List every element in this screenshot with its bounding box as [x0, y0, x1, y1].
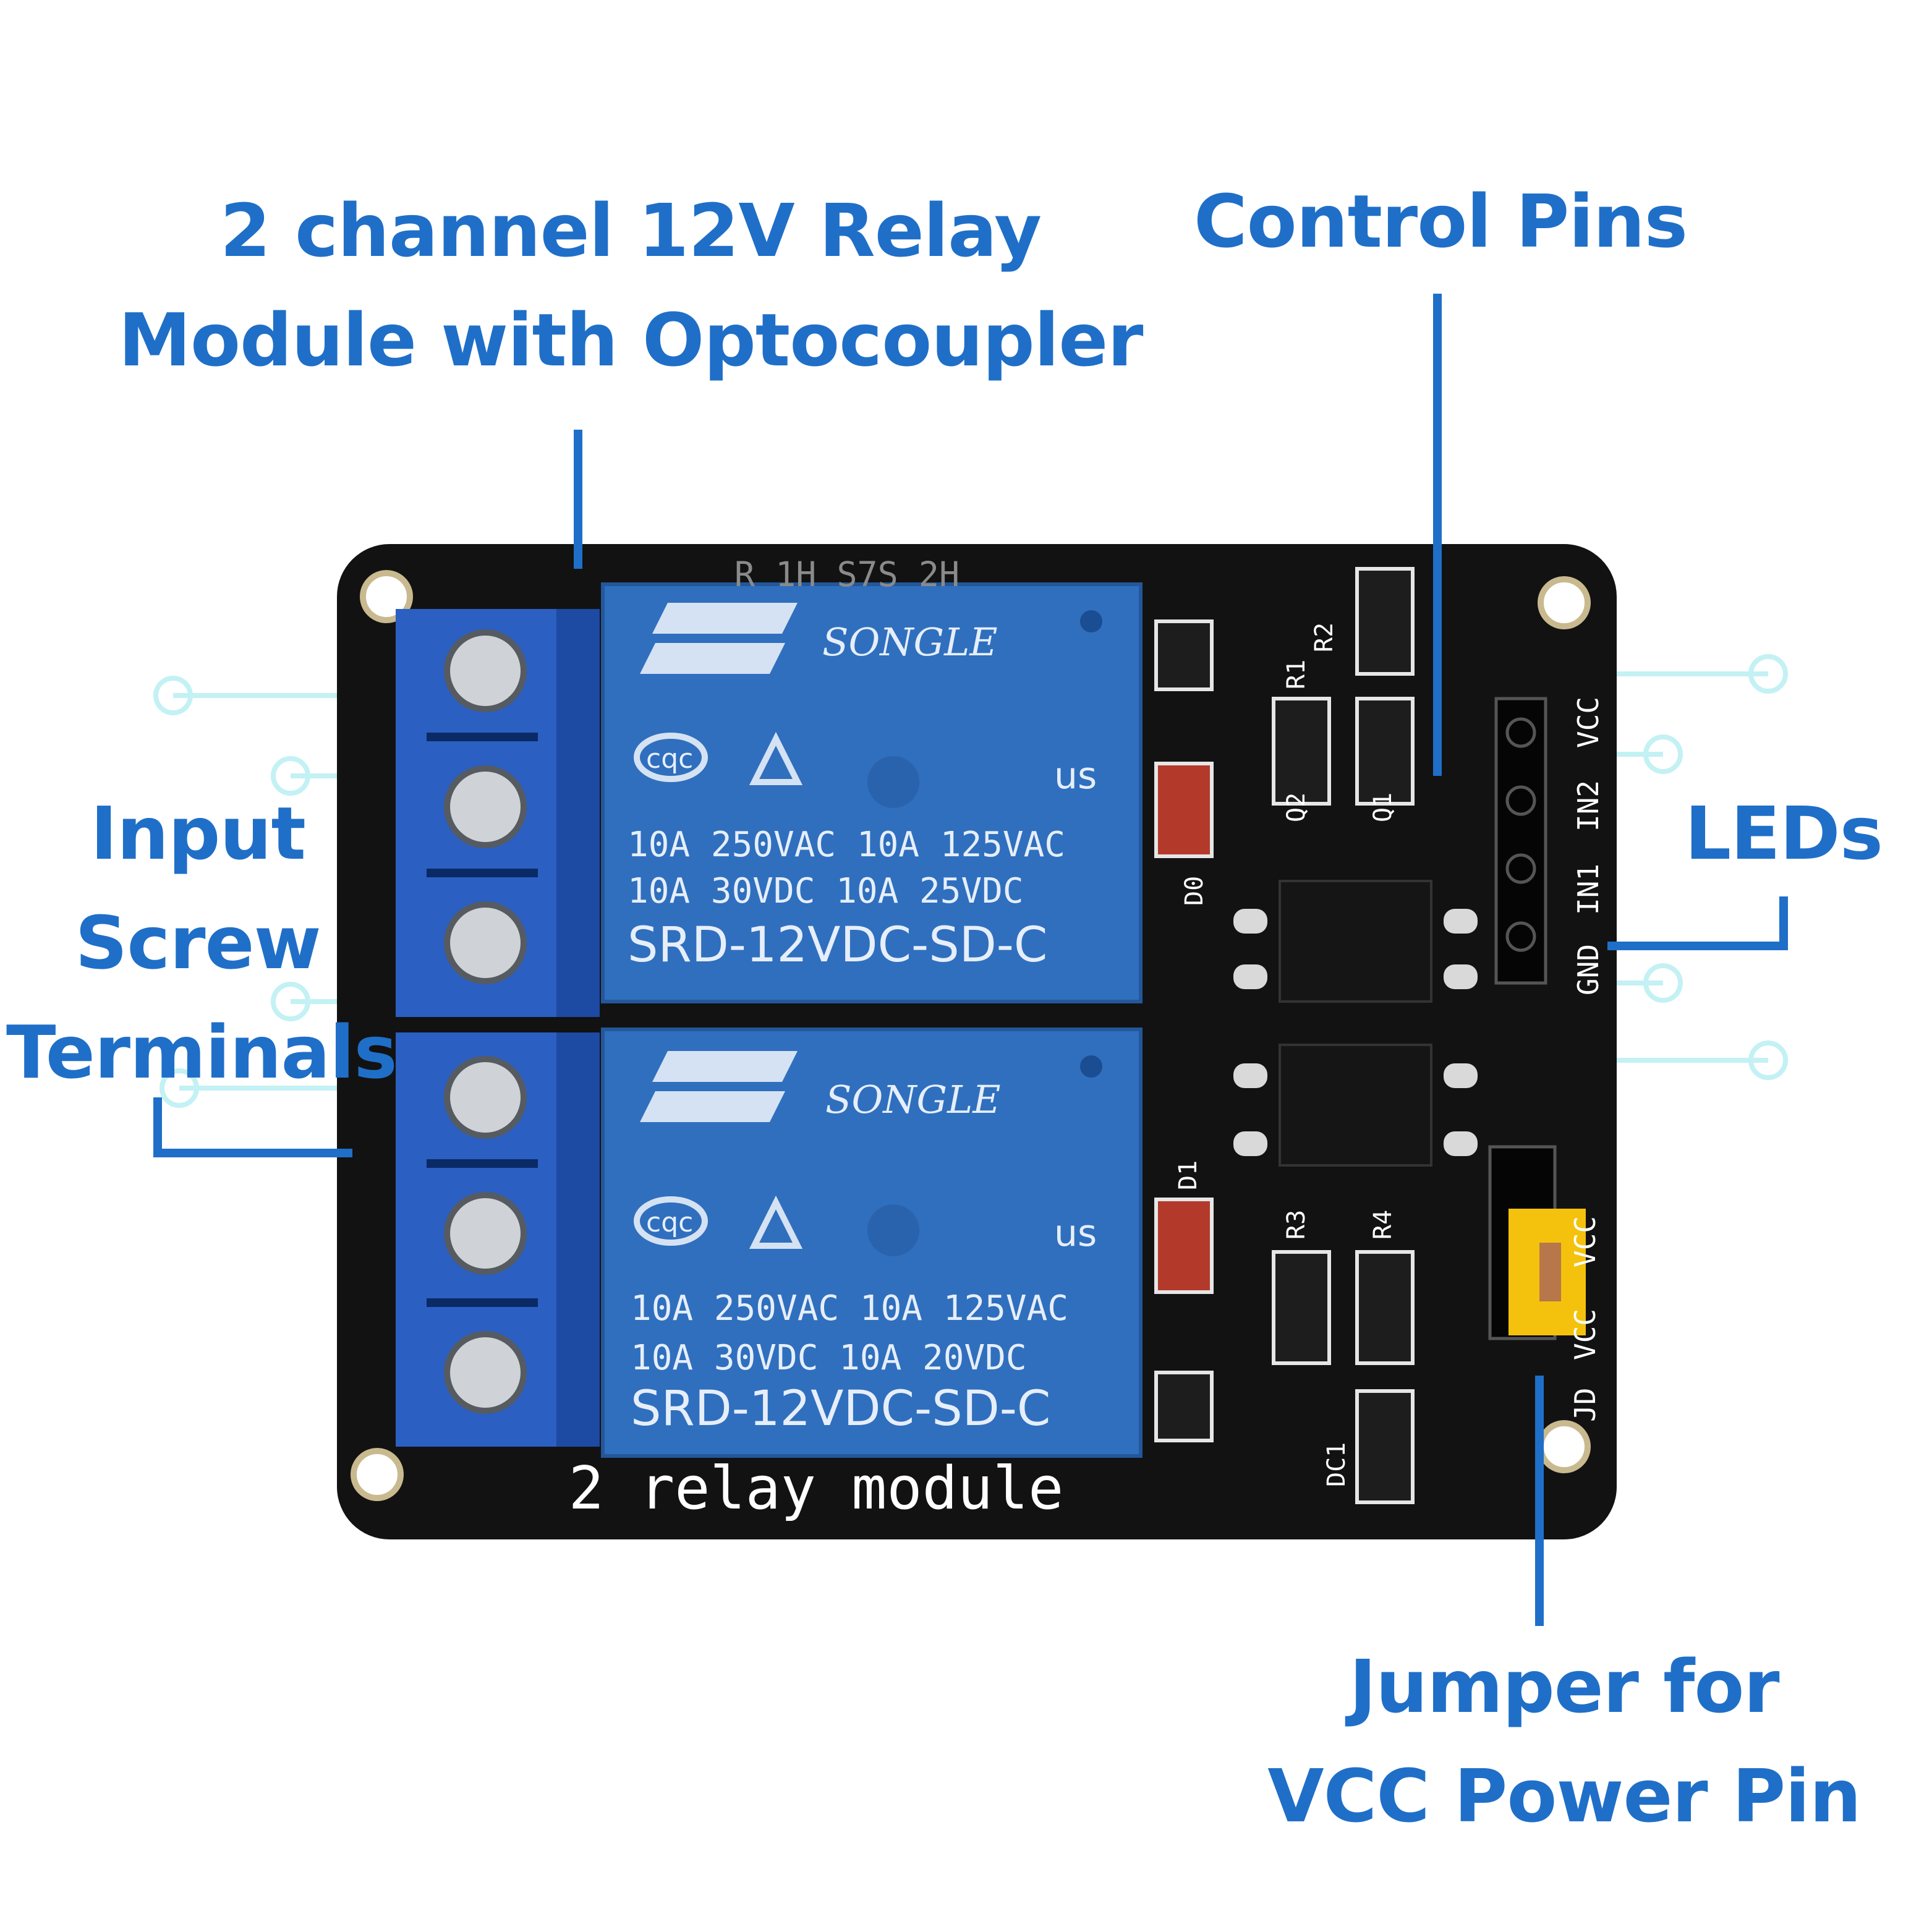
- leds-label: LEDs: [1682, 779, 1886, 888]
- jumper-vcc-label: Jumper for VCC Power Pin: [1267, 1632, 1861, 1851]
- input-screw-terminals-label: Input Screw Terminals: [6, 779, 398, 1107]
- relay-2-brand: SONGLE: [825, 1077, 1001, 1122]
- component-ref-q2: Q2: [1282, 793, 1311, 822]
- board-top-silkscreen: R 1H S7S 2H: [734, 555, 960, 594]
- header-pin-label-in1: IN1: [1572, 864, 1605, 915]
- relay-logos: [634, 603, 803, 1249]
- input-label-line-1: Input: [90, 791, 306, 876]
- optocouplers: [1233, 880, 1478, 1167]
- jumper-label-line-1: Jumper for: [1349, 1644, 1779, 1729]
- mounting-holes: [351, 570, 1591, 1501]
- header-pin-label-in2: IN2: [1572, 780, 1605, 832]
- relay-2-cert-left: cqc: [646, 1207, 693, 1238]
- jumper-pin-label-jd: JD: [1568, 1388, 1602, 1422]
- relay-1-brand: SONGLE: [822, 619, 998, 665]
- module-title-label: 2 channel 12V Relay Module with Optocoup…: [105, 176, 1156, 395]
- component-ref-r2: R2: [1310, 623, 1338, 652]
- smd-components: [1154, 567, 1415, 1504]
- relay-2-rating-line-2: 10A 30VDC 10A 20VDC: [631, 1338, 1027, 1378]
- header-pin-labels: GND: [1572, 944, 1605, 995]
- control-pins-label: Control Pins: [1187, 167, 1694, 276]
- control-header-pins: [1494, 697, 1547, 985]
- relay-2-model: SRD-12VDC-SD-C: [631, 1381, 1050, 1437]
- module-title-line-2: Module with Optocoupler: [118, 297, 1144, 383]
- component-ref-r1: R1: [1282, 660, 1311, 689]
- callout-lines: [153, 294, 1788, 1626]
- board-silkscreen-title: 2 relay module: [569, 1455, 1064, 1523]
- leds-text: LEDs: [1685, 791, 1883, 876]
- vcc-jumper: [1488, 1145, 1586, 1340]
- component-ref-dc1: DC1: [1322, 1442, 1351, 1487]
- component-ref-d0: D0: [1180, 876, 1209, 906]
- relay-2-cert-right: us: [1054, 1212, 1097, 1255]
- relay-1-rating-line-2: 10A 30VDC 10A 25VDC: [628, 871, 1024, 911]
- component-ref-r4: R4: [1369, 1210, 1397, 1240]
- header-pin-label-vcc: VCC: [1572, 697, 1605, 748]
- control-pins-text: Control Pins: [1193, 179, 1688, 264]
- component-ref-d1: D1: [1174, 1160, 1202, 1190]
- input-label-line-3: Terminals: [6, 1010, 398, 1095]
- terminal-screws: [444, 629, 527, 1414]
- component-ref-q1: Q1: [1369, 793, 1397, 822]
- relay-1-cert-right: us: [1054, 754, 1097, 798]
- jumper-pin-label-vcc-2: VCC: [1568, 1216, 1602, 1267]
- input-label-line-2: Screw: [75, 900, 321, 985]
- relay-1-cert-left: cqc: [646, 743, 693, 775]
- component-ref-r3: R3: [1282, 1210, 1311, 1240]
- relay-1-rating-line-1: 10A 250VAC 10A 125VAC: [628, 825, 1065, 865]
- module-title-line-1: 2 channel 12V Relay: [219, 188, 1042, 273]
- jumper-label-line-2: VCC Power Pin: [1267, 1753, 1861, 1839]
- relay-2-rating-line-1: 10A 250VAC 10A 125VAC: [631, 1288, 1068, 1329]
- relay-1-model: SRD-12VDC-SD-C: [628, 917, 1047, 973]
- jumper-pin-label-vcc-1: VCC: [1568, 1309, 1602, 1360]
